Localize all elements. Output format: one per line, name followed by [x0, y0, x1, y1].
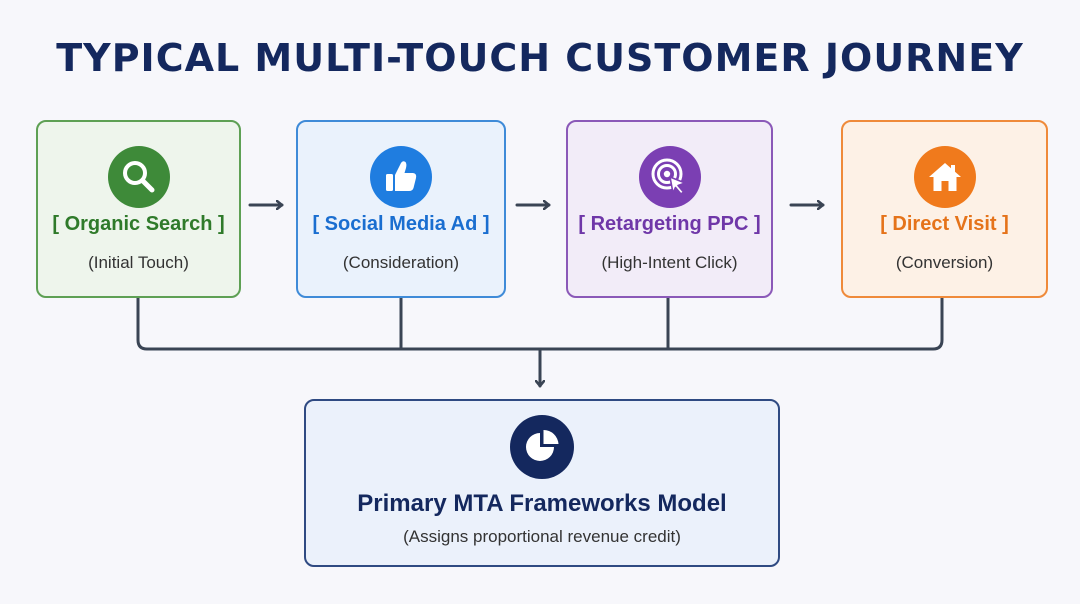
- search-icon: [107, 146, 170, 208]
- touchpoint-label: [ Organic Search ]: [52, 213, 225, 235]
- thumbs-up-icon: [370, 146, 432, 208]
- pie-chart-icon: [510, 415, 574, 479]
- target-cursor-icon: [638, 146, 701, 208]
- model-title: Primary MTA Frameworks Model: [357, 490, 727, 517]
- touchpoint-stage: (Consideration): [342, 253, 460, 272]
- touchpoint-stage: (Initial Touch): [88, 253, 189, 272]
- model-description: (Assigns proportional revenue credit): [403, 527, 681, 546]
- touchpoint-organic-search: [ Organic Search ] (Initial Touch): [36, 120, 241, 298]
- touchpoint-stage: (Conversion): [895, 253, 994, 272]
- touchpoint-stage: (High-Intent Click): [601, 253, 738, 272]
- touchpoint-retargeting-ppc: [ Retargeting PPC ] (High-Intent Click): [566, 120, 773, 298]
- touchpoint-label: [ Social Media Ad ]: [312, 213, 490, 235]
- touchpoint-direct-visit: [ Direct Visit ] (Conversion): [841, 120, 1048, 298]
- touchpoint-social-media-ad: [ Social Media Ad ] (Consideration): [296, 120, 506, 298]
- diagram-title: TYPICAL MULTI-TOUCH CUSTOMER JOURNEY: [56, 36, 1024, 80]
- merge-bracket: [136, 298, 944, 351]
- mta-model-box: Primary MTA Frameworks Model (Assigns pr…: [304, 399, 780, 567]
- home-icon: [913, 146, 976, 208]
- touchpoint-label: [ Direct Visit ]: [880, 213, 1009, 235]
- touchpoint-label: [ Retargeting PPC ]: [578, 213, 761, 235]
